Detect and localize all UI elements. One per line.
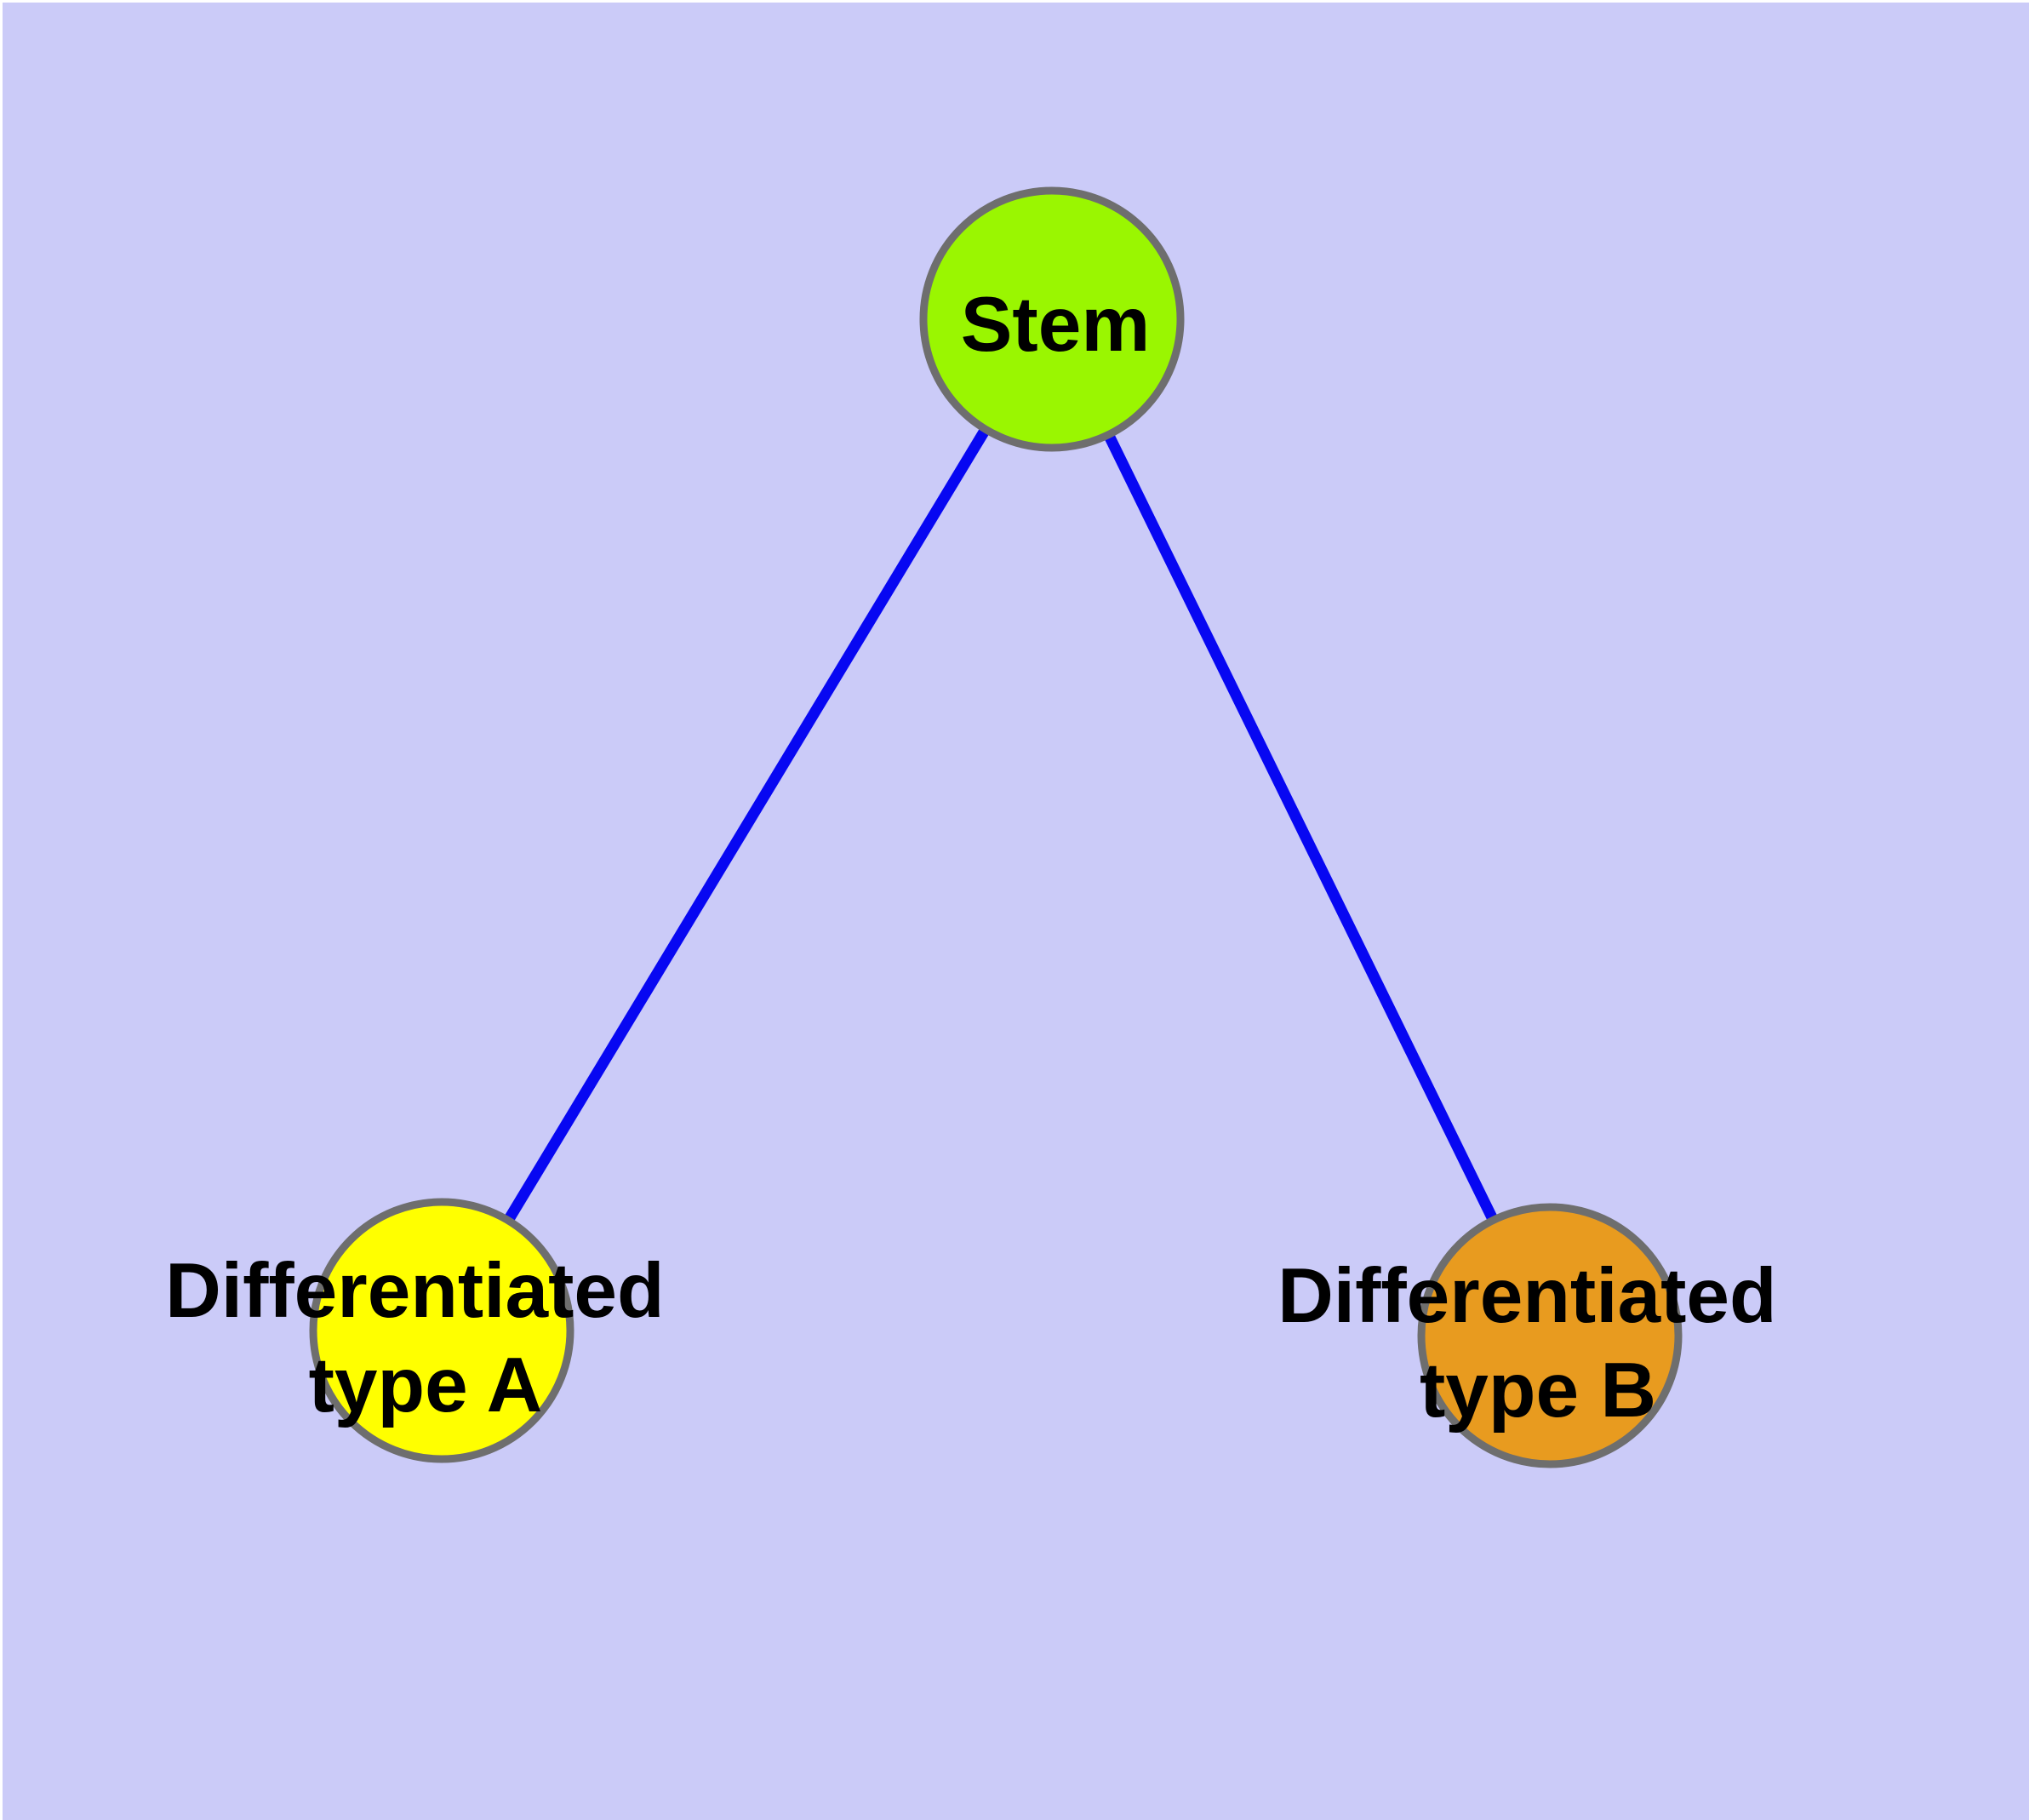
node-group [309,186,1683,1468]
node-label-type-a-line1: Differentiated [165,1248,665,1334]
node-label-type-b-line1: Differentiated [1277,1253,1777,1339]
node-label-type-b-line2: type B [1420,1348,1656,1434]
node-differentiated-type-b [1417,1203,1683,1468]
edge-stem-to-type-b [1047,317,1555,1338]
node-label-type-a-line2: type A [309,1342,543,1428]
edge-group [437,316,1555,1338]
label-group: Stem Differentiated type A Differentiate… [165,282,1798,1434]
node-label-type-b: Differentiated type B [1277,1253,1798,1434]
node-label-type-a: Differentiated type A [165,1248,686,1428]
node-stem [919,186,1185,452]
edge-stem-to-type-a [437,316,1057,1334]
node-label-stem: Stem [961,282,1151,368]
node-differentiated-type-a [309,1198,574,1463]
